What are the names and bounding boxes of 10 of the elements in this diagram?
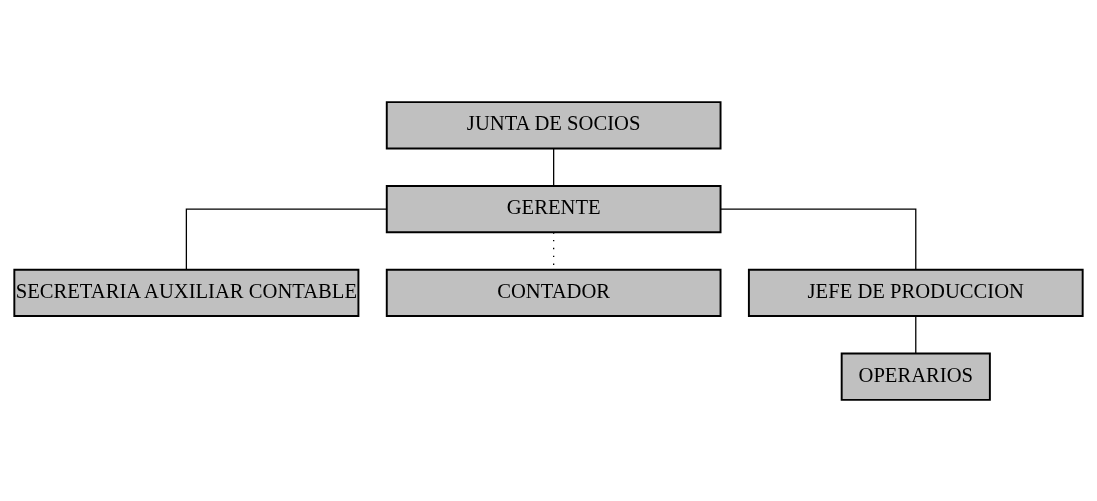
connector (553, 147, 555, 187)
node-box: GERENTE (385, 184, 722, 233)
node-box: JUNTA DE SOCIOS (385, 100, 722, 149)
node-box: OPERARIOS (840, 352, 991, 401)
connector (720, 207, 917, 270)
node-box: SECRETARIA AUXILIAR CONTABLE (13, 268, 360, 317)
connector (915, 315, 917, 354)
connector (185, 207, 388, 270)
node-box: CONTADOR (385, 268, 722, 317)
node-box: JEFE DE PRODUCCION (747, 268, 1084, 317)
